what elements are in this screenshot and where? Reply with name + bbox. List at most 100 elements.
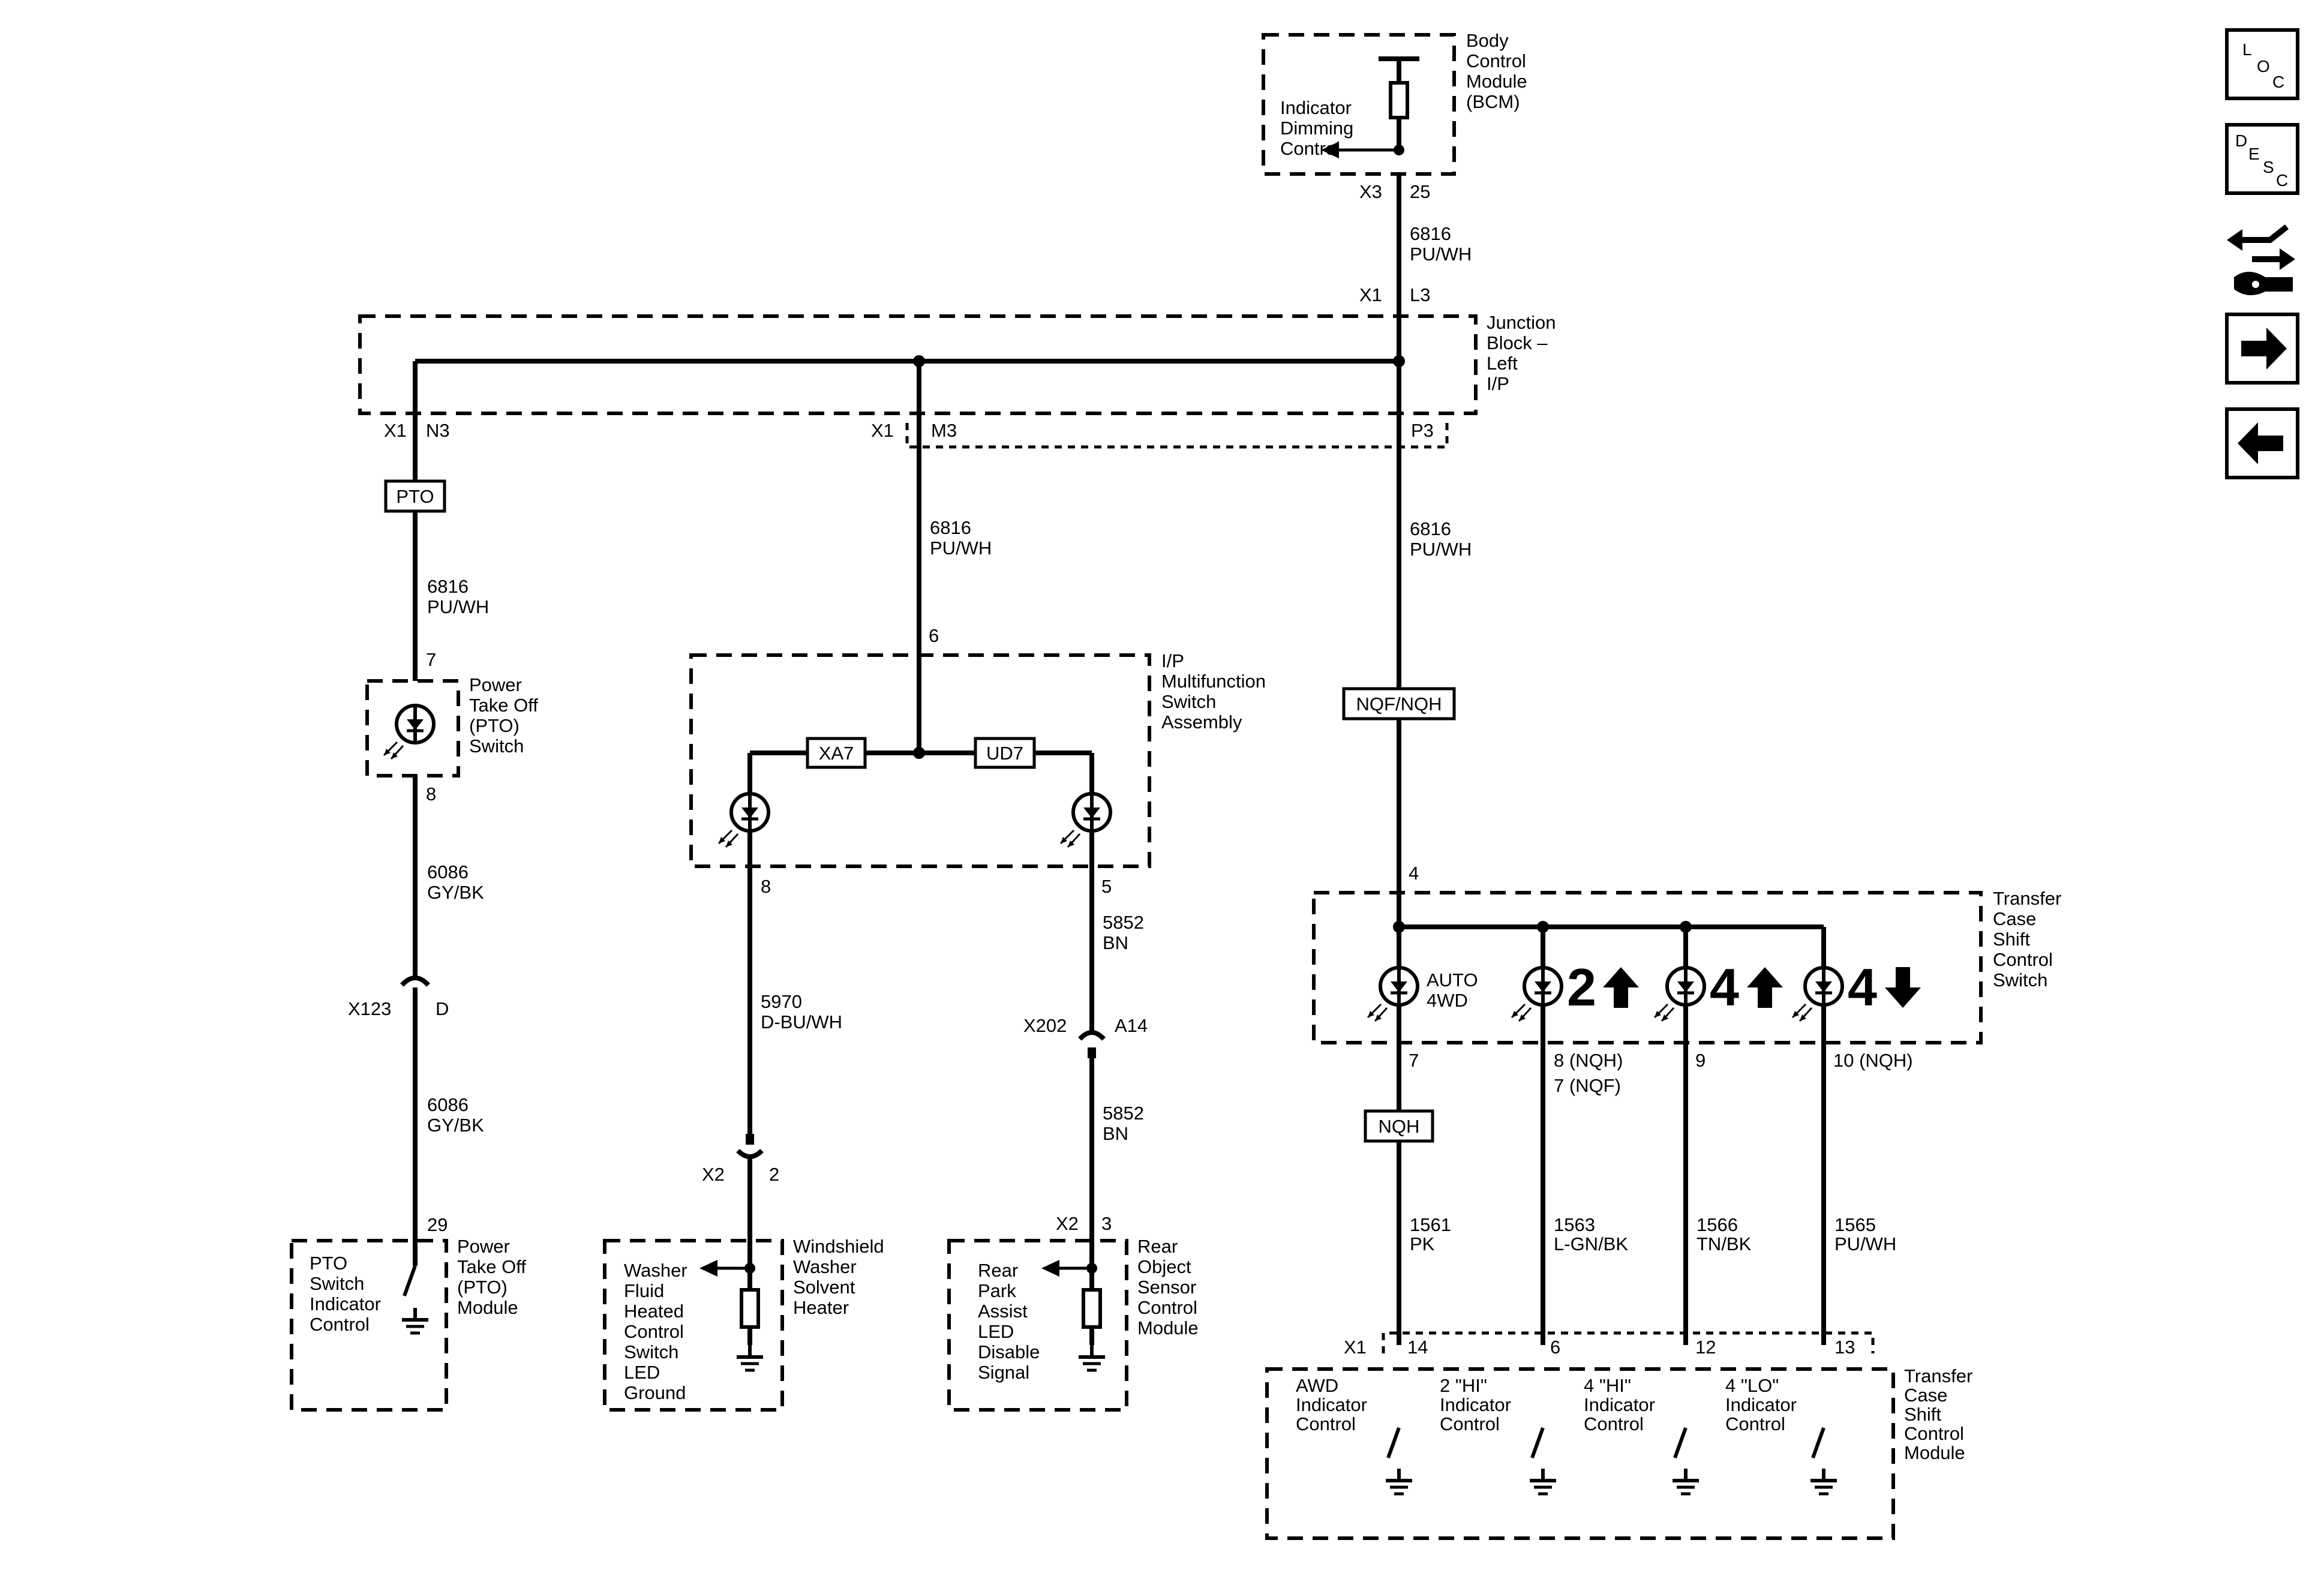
bcm-resistor: [1389, 81, 1409, 119]
desc-button[interactable]: D E S C: [2225, 123, 2299, 195]
rear-object-output-arrow: [1041, 1260, 1059, 1277]
mf-tag-ud7-label: UD7: [986, 743, 1023, 764]
4hi-lamp-icon: [1655, 968, 1704, 1021]
desc-letter-s: S: [2263, 158, 2274, 176]
tc-module-pin-4lo: 13: [1834, 1337, 1855, 1358]
tc-module-option-boundary: [1382, 1331, 1875, 1353]
washer-output-arrow: [699, 1260, 717, 1277]
jb-pto-connector: X1: [384, 420, 407, 441]
x123-pin: D: [436, 998, 449, 1019]
4lo-lamp-icon: [1792, 968, 1842, 1021]
4lo-symbol: 4: [1848, 957, 1877, 1017]
pto-indicator-lamp-icon: [384, 706, 434, 759]
2hi-lamp-icon: [1512, 968, 1562, 1021]
washer-connector-symbol: [736, 1149, 764, 1159]
desc-letter-d: D: [2235, 131, 2247, 150]
jb-top-pin: L3: [1410, 284, 1430, 305]
loc-letter-o: O: [2257, 57, 2270, 76]
next-page-button[interactable]: [2225, 313, 2299, 385]
4hi-control-switch-icon: [1675, 1428, 1686, 1458]
pto-module-pin: 29: [427, 1214, 448, 1235]
tc-module-connector: X1: [1344, 1337, 1367, 1358]
pto-module-ground-icon: [402, 1308, 428, 1333]
tc-module-pin-2hi: 6: [1550, 1337, 1560, 1358]
bcm-connector: X3: [1359, 181, 1382, 202]
pto-switch-pin-out: 8: [426, 784, 436, 804]
x123-connector-symbol: [400, 975, 430, 987]
rear-object-boundary: [947, 1239, 1128, 1412]
loc-letter-c: C: [2272, 73, 2284, 91]
loc-letter-l: L: [2242, 40, 2252, 59]
awd-control-switch-icon: [1388, 1428, 1399, 1458]
washer-pin: 2: [769, 1164, 779, 1185]
2hi-up-arrow-icon: [1603, 967, 1639, 1008]
jb-pto-pin: N3: [426, 420, 450, 441]
pto-switch-pin-in: 7: [426, 649, 436, 670]
desc-letter-c: C: [2276, 171, 2288, 190]
tc-module-boundary: [1265, 1367, 1895, 1540]
tc-pin-2hi: 8 (NQH)7 (NQF): [1554, 1050, 1623, 1096]
jb-option-boundary: [905, 423, 1449, 449]
bcm-output-arrow: [1321, 142, 1339, 158]
x202-connector-symbol: [1078, 1030, 1106, 1041]
4hi-up-arrow-icon: [1747, 967, 1783, 1008]
auto-4wd-lamp-icon: [1368, 968, 1418, 1021]
washer-connector: X2: [702, 1164, 725, 1185]
rear-object-connector: X2: [1056, 1213, 1079, 1234]
left-arrow-icon: [2238, 422, 2283, 464]
loc-button[interactable]: L O C: [2225, 28, 2299, 100]
rear-object-pin: 3: [1101, 1213, 1112, 1234]
rear-object-ground-icon: [1079, 1345, 1105, 1370]
pto-module-switch-icon: [404, 1266, 415, 1296]
jb-mid-pin: M3: [931, 420, 957, 441]
nav-toolbar: L O C D E S C: [2225, 28, 2299, 479]
washer-indicator-lamp-icon: [719, 794, 768, 847]
tc-module-pin-awd: 14: [1407, 1337, 1428, 1358]
mf-pin-in: 6: [929, 625, 939, 646]
washer-boundary: [603, 1239, 784, 1412]
mf-pin-left: 8: [761, 876, 771, 897]
desc-letter-e: E: [2248, 145, 2260, 163]
4hi-symbol: 4: [1710, 957, 1739, 1017]
x202-connector: X202: [1023, 1015, 1067, 1036]
option-tag-nqf-nqh: [1342, 687, 1456, 721]
tc-module-pin-4hi: 12: [1695, 1337, 1716, 1358]
previous-page-button[interactable]: [2225, 407, 2299, 479]
4hi-ground-icon: [1673, 1469, 1699, 1494]
connector-view-icon[interactable]: [2227, 224, 2295, 296]
rear-object-resistor: [1082, 1288, 1102, 1329]
rpa-indicator-lamp-icon: [1061, 794, 1110, 847]
right-arrow-icon: [2241, 328, 2287, 370]
pto-module-boundary: [290, 1239, 448, 1412]
mf-switch-boundary: [689, 653, 1151, 868]
mf-tag-xa7: [806, 737, 867, 769]
